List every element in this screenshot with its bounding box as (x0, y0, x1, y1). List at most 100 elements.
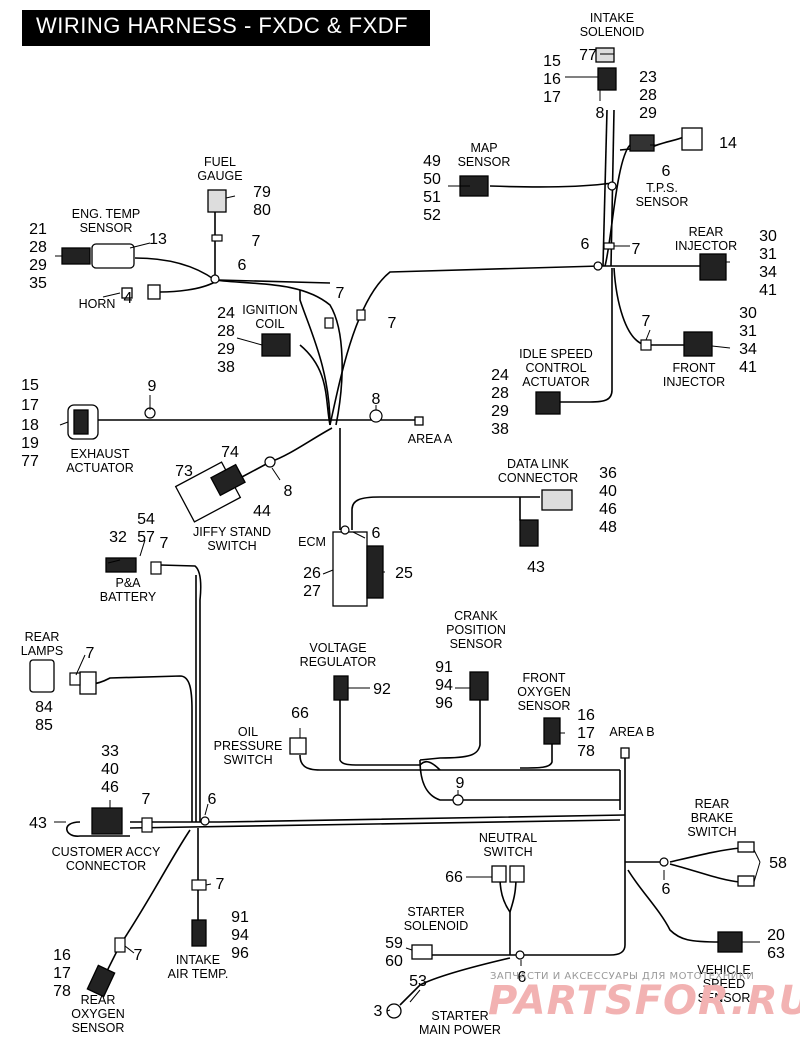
clip-9 (452, 794, 464, 806)
eng-temp-connector (61, 247, 91, 265)
clip-8 (264, 456, 276, 468)
label-neutral-1: NEUTRAL (479, 831, 537, 845)
label-intake-solenoid-2: SOLENOID (580, 25, 645, 39)
clip-7 (150, 561, 162, 575)
page-title: WIRING HARNESS - FXDC & FXDF (36, 13, 409, 38)
label-ecm: ECM (298, 535, 326, 549)
intake-air-temp-connector (191, 919, 207, 947)
label-rear-brake-1: REAR (695, 797, 730, 811)
label-eng-temp-2: SENSOR (80, 221, 133, 235)
callout: 78 (577, 743, 595, 760)
label-data-link-1: DATA LINK (507, 457, 570, 471)
callout: 46 (599, 501, 617, 518)
callout: 16 (577, 707, 595, 724)
callout: 77 (579, 47, 597, 64)
label-pa-battery-2: BATTERY (100, 590, 157, 604)
label-rear-lamps-1: REAR (25, 630, 60, 644)
fuel-gauge-connector (207, 189, 227, 213)
callout: 73 (175, 463, 193, 480)
vehicle-speed-connector (717, 931, 743, 953)
label-area-a: AREA A (408, 432, 453, 446)
customer-accy-connector (91, 807, 123, 835)
watermark-logo: PARTSFOR.RU (488, 978, 800, 1024)
label-idle-speed-3: ACTUATOR (522, 375, 590, 389)
label-data-link-2: CONNECTOR (498, 471, 578, 485)
label-rear-oxygen-1: REAR (81, 993, 116, 1007)
clip-8 (369, 409, 383, 423)
callout: 79 (253, 184, 271, 201)
intake-solenoid-cap (595, 47, 615, 63)
clip-7 (141, 817, 153, 833)
callout: 74 (221, 444, 239, 461)
callout: 7 (388, 315, 397, 332)
callout: 7 (642, 313, 651, 330)
clip-6 (200, 816, 210, 826)
label-vehicle-speed-1: VEHICLE (697, 963, 751, 977)
label-crank-2: POSITION (446, 623, 506, 637)
rear-injector-connector (699, 253, 727, 281)
callout: 6 (662, 881, 671, 898)
rear-brake-terminal-b (737, 875, 755, 887)
callout: 29 (639, 105, 657, 122)
label-oil-pressure-2: PRESSURE (214, 739, 283, 753)
label-voltage-reg-1: VOLTAGE (309, 641, 366, 655)
neutral-switch-a (491, 865, 507, 883)
callout: 84 (35, 699, 53, 716)
label-idle-speed-1: IDLE SPEED (519, 347, 593, 361)
callout: 36 (599, 465, 617, 482)
callout: 60 (385, 953, 403, 970)
callout: 6 (372, 525, 381, 542)
callout: 21 (29, 221, 47, 238)
callout: 50 (423, 171, 441, 188)
callout: 16 (53, 947, 71, 964)
callout: 46 (101, 779, 119, 796)
leader-lines (54, 53, 761, 1012)
callout: 29 (217, 341, 235, 358)
callout: 7 (160, 535, 169, 552)
callout: 6 (662, 163, 671, 180)
callout: 51 (423, 189, 441, 206)
idle-speed-connector (535, 391, 561, 415)
callout: 20 (767, 927, 785, 944)
label-starter-main-2: MAIN POWER (419, 1023, 501, 1037)
callout: 3 (374, 1003, 383, 1020)
callout: 96 (435, 695, 453, 712)
label-starter-main-1: STARTER (431, 1009, 488, 1023)
callout: 25 (395, 565, 413, 582)
clip-7 (211, 234, 223, 242)
clip-7 (603, 242, 615, 250)
callout: 54 (137, 511, 155, 528)
data-link-connector (541, 489, 573, 511)
callout: 26 (303, 565, 321, 582)
callout: 33 (101, 743, 119, 760)
clip-6 (607, 181, 617, 191)
callout: 57 (137, 529, 155, 546)
starter-solenoid-connector (411, 944, 433, 960)
callout: 16 (543, 71, 561, 88)
starter-ring-terminal (386, 1003, 402, 1019)
label-crank-3: SENSOR (450, 637, 503, 651)
rear-brake-terminal-a (737, 841, 755, 853)
callout: 30 (739, 305, 757, 322)
label-rear-brake-3: SWITCH (687, 825, 736, 839)
callout: 91 (435, 659, 453, 676)
label-pa-battery-1: P&A (115, 576, 141, 590)
label-fuel-gauge-2: GAUGE (197, 169, 242, 183)
clip-7 (191, 879, 207, 891)
callout: 13 (149, 231, 167, 248)
callout: 24 (491, 367, 509, 384)
callout: 28 (491, 385, 509, 402)
eng-temp-sensor-body (91, 243, 135, 269)
label-rear-brake-2: BRAKE (691, 811, 733, 825)
clip-6 (340, 525, 350, 535)
clip-6 (659, 857, 669, 867)
area-b-terminal (620, 747, 630, 759)
label-rear-injector-1: REAR (689, 225, 724, 239)
callout: 78 (53, 983, 71, 1000)
callout: 17 (543, 89, 561, 106)
callout: 34 (739, 341, 757, 358)
callout: 18 (21, 417, 39, 434)
callout: 58 (769, 855, 787, 872)
callout: 91 (231, 909, 249, 926)
